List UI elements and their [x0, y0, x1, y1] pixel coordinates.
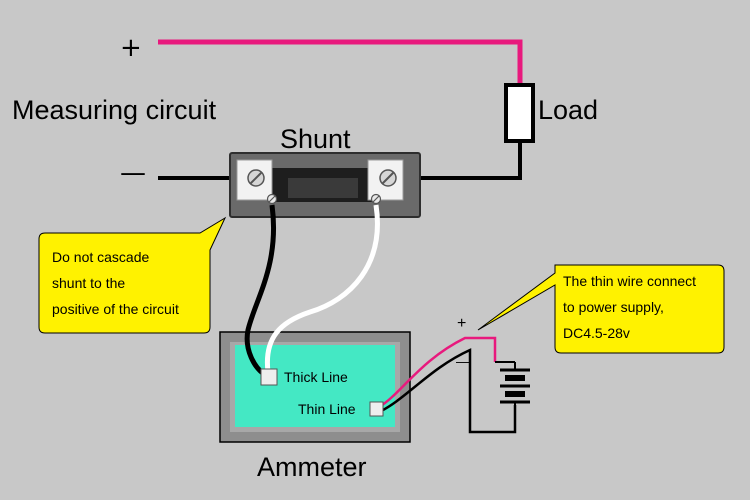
power-note-callout-shape: [477, 264, 725, 354]
left-terminal-screw: [247, 169, 265, 187]
thin-black-wire: [378, 348, 517, 434]
ammeter-screen: [235, 345, 395, 427]
load-resistor: [504, 83, 535, 143]
shunt-warning-line-2: shunt to the: [52, 275, 126, 291]
shunt-warning-callout-shape: [38, 216, 227, 334]
shunt: [229, 152, 421, 218]
shunt-warning-line-1: Do not cascade: [52, 249, 150, 265]
load-to-shunt-wire: [396, 141, 522, 180]
shunt-label: Shunt: [280, 124, 351, 154]
positive-symbol: +: [120, 33, 142, 63]
right-terminal-screw: [379, 169, 397, 187]
right-sense-screw: [370, 193, 382, 205]
ammeter-label: Ammeter: [257, 452, 367, 482]
battery-plus-symbol: +: [457, 315, 467, 332]
measuring-circuit-label: Measuring circuit: [12, 95, 217, 125]
power-note-line-1: The thin wire connect: [563, 273, 697, 289]
shunt-warning-line-3: positive of the circuit: [52, 301, 179, 317]
shunt-bar-highlight: [288, 178, 358, 198]
positive-wire: [158, 39, 523, 85]
power-note-text: The thin wire connect to power supply, D…: [563, 268, 696, 346]
battery-minus-symbol: —: [456, 353, 470, 369]
thin-line-connector: [369, 401, 384, 417]
power-note-line-2: to power supply,: [563, 299, 664, 315]
left-sense-screw: [266, 193, 278, 205]
thick-line-connector: [260, 368, 278, 386]
thick-line-wire: [244, 204, 276, 377]
power-note-line-3: DC4.5-28v: [563, 325, 630, 341]
battery: [495, 361, 530, 410]
white-sense-wire: [264, 204, 380, 373]
thin-pink-wire: [378, 336, 497, 409]
thick-line-label: Thick Line: [284, 369, 348, 385]
negative-symbol: —: [120, 158, 146, 188]
shunt-warning-text: Do not cascade shunt to the positive of …: [52, 244, 179, 322]
thin-line-label: Thin Line: [298, 401, 356, 417]
load-label: Load: [538, 95, 599, 125]
ammeter: [219, 331, 411, 443]
